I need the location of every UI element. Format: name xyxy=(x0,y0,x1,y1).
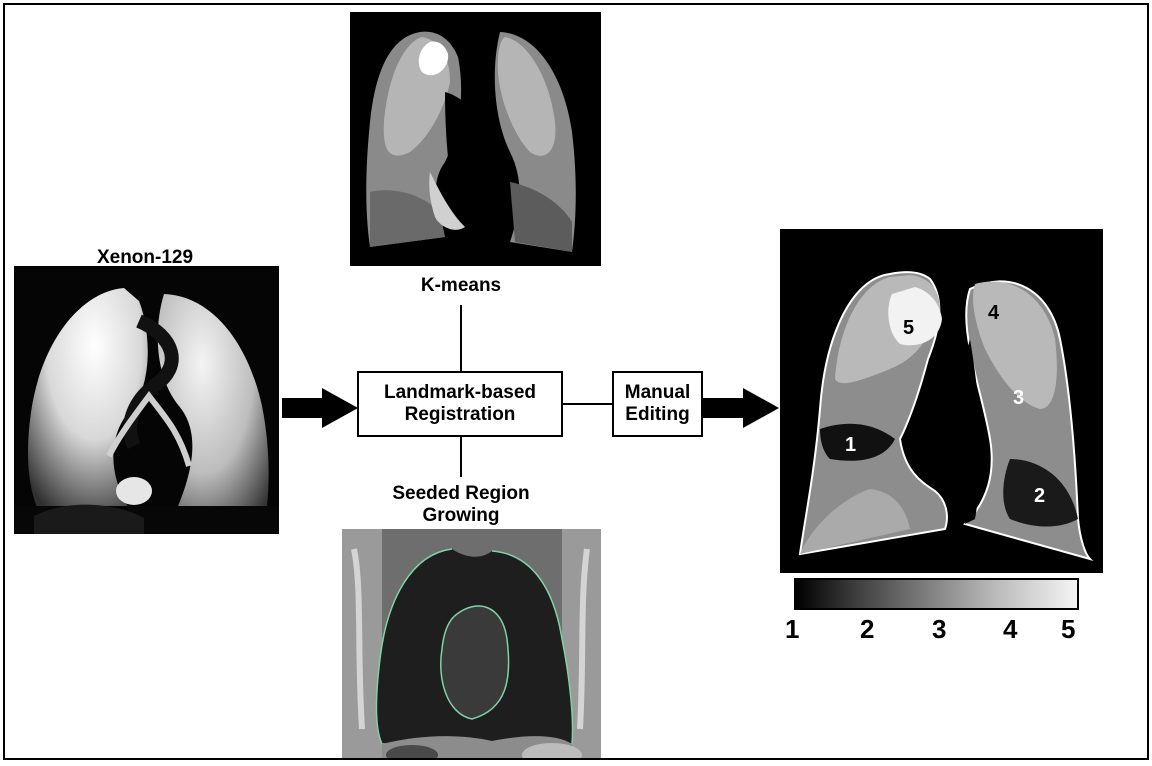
seeded-line1: Seeded Region xyxy=(361,483,561,505)
region-label-2: 2 xyxy=(1034,486,1045,506)
region-label-4: 4 xyxy=(988,303,999,323)
editing-box: Manual Editing xyxy=(612,371,703,437)
result-lung-image xyxy=(780,229,1103,573)
kmeans-label: K-means xyxy=(381,275,541,297)
connector-to-editing xyxy=(563,403,613,405)
colorbar-tick-3: 3 xyxy=(932,615,946,643)
grayscale-colorbar xyxy=(794,578,1079,610)
connector-seeded xyxy=(460,437,462,477)
colorbar-tick-4: 4 xyxy=(1003,615,1017,643)
region-label-5: 5 xyxy=(903,318,914,338)
colorbar-tick-5: 5 xyxy=(1061,615,1075,643)
arrow-to-result xyxy=(703,388,779,428)
region-label-1: 1 xyxy=(845,435,856,455)
editing-line2: Editing xyxy=(625,404,689,426)
figure-canvas: Xenon-129 xyxy=(3,3,1149,760)
registration-line2: Registration xyxy=(405,404,516,426)
kmeans-image xyxy=(350,12,601,266)
connector-kmeans xyxy=(460,305,462,371)
seeded-mri-image xyxy=(342,529,601,760)
region-label-3: 3 xyxy=(1013,388,1024,408)
registration-box: Landmark-based Registration xyxy=(357,371,563,437)
colorbar-tick-2: 2 xyxy=(860,615,874,643)
seeded-line2: Growing xyxy=(361,505,561,527)
colorbar-tick-1: 1 xyxy=(785,615,799,643)
arrow-to-registration xyxy=(282,388,358,428)
editing-line1: Manual xyxy=(625,382,690,404)
registration-line1: Landmark-based xyxy=(384,382,536,404)
seeded-label: Seeded Region Growing xyxy=(361,483,561,527)
xenon-lung-image xyxy=(14,266,279,534)
